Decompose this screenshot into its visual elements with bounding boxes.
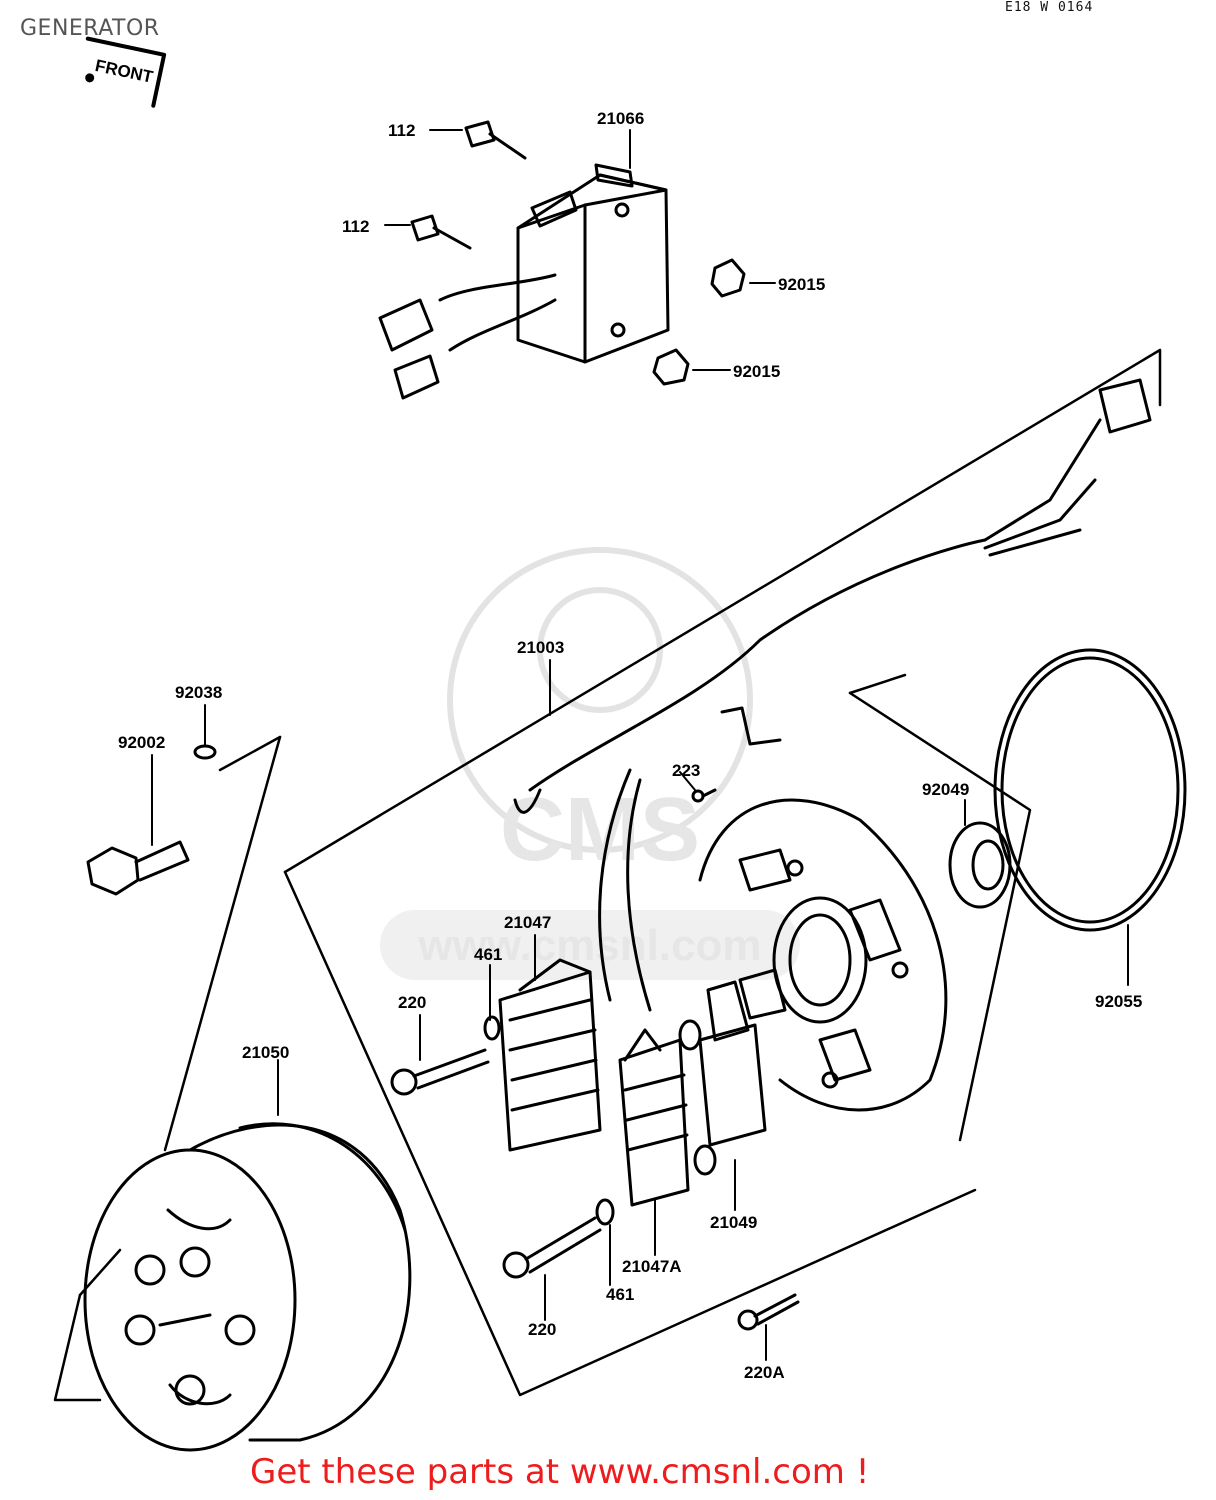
screw-220-upper bbox=[390, 1048, 490, 1096]
callout-112-upper: 112 bbox=[388, 121, 415, 140]
callout-21049: 21049 bbox=[710, 1213, 757, 1232]
callout-220A: 220A bbox=[744, 1363, 785, 1382]
washer-461-upper bbox=[483, 1015, 501, 1041]
callout-112-lower: 112 bbox=[342, 217, 369, 236]
coil-21047A bbox=[618, 1028, 690, 1207]
bolt-112-lower bbox=[410, 214, 472, 250]
watermark-logo: CMS bbox=[500, 780, 700, 880]
bracket-223 bbox=[691, 706, 782, 803]
callout-220-lower: 220 bbox=[528, 1320, 556, 1339]
wiring-harness bbox=[513, 378, 1152, 1012]
callout-21050: 21050 bbox=[242, 1043, 289, 1062]
watermark-url: www.cmsnl.com bbox=[417, 921, 761, 970]
page-title: GENERATOR bbox=[20, 16, 160, 41]
nut-92015-lower bbox=[652, 348, 690, 386]
regulator-rectifier bbox=[378, 163, 670, 400]
washer-461-lower bbox=[595, 1198, 615, 1226]
nut-92015-upper bbox=[710, 258, 746, 298]
rotor-flywheel bbox=[83, 1122, 412, 1452]
footer-shop-link[interactable]: Get these parts at www.cmsnl.com ! bbox=[250, 1452, 870, 1492]
coil-21047 bbox=[498, 958, 602, 1152]
callout-leaders bbox=[151, 129, 1129, 1361]
coil-21049 bbox=[678, 980, 767, 1176]
bolt-92002 bbox=[86, 840, 190, 896]
drawing-code: E18 W 0164 bbox=[1005, 0, 1094, 15]
callout-21047: 21047 bbox=[504, 913, 551, 932]
assembly-boundary-lines bbox=[53, 348, 1162, 1402]
callout-223: 223 bbox=[672, 761, 700, 780]
screw-220-lower bbox=[502, 1216, 602, 1279]
front-tag bbox=[85, 36, 167, 108]
o-ring-92055 bbox=[993, 648, 1187, 932]
screw-220A bbox=[737, 1293, 800, 1331]
callout-92049: 92049 bbox=[922, 780, 969, 799]
callout-92038: 92038 bbox=[175, 683, 222, 702]
cmsnl-watermark bbox=[380, 547, 800, 980]
callout-labels: 112 112 21066 92015 92015 21003 92038 92… bbox=[118, 109, 1142, 1382]
callout-21003: 21003 bbox=[517, 638, 564, 657]
callout-92015-upper: 92015 bbox=[778, 275, 825, 294]
front-tag-label: FRONT bbox=[93, 56, 155, 87]
callout-92055: 92055 bbox=[1095, 992, 1142, 1011]
callout-21066: 21066 bbox=[597, 109, 644, 128]
callout-92002: 92002 bbox=[118, 733, 165, 752]
callout-461-lower: 461 bbox=[606, 1285, 634, 1304]
callout-92015-lower: 92015 bbox=[733, 362, 780, 381]
bolt-112-upper bbox=[464, 120, 527, 160]
washer-92038 bbox=[193, 744, 217, 760]
callout-21047A: 21047A bbox=[622, 1257, 682, 1276]
callout-220-upper: 220 bbox=[398, 993, 426, 1012]
callout-461-upper: 461 bbox=[474, 945, 502, 964]
stator-plate bbox=[698, 798, 948, 1112]
